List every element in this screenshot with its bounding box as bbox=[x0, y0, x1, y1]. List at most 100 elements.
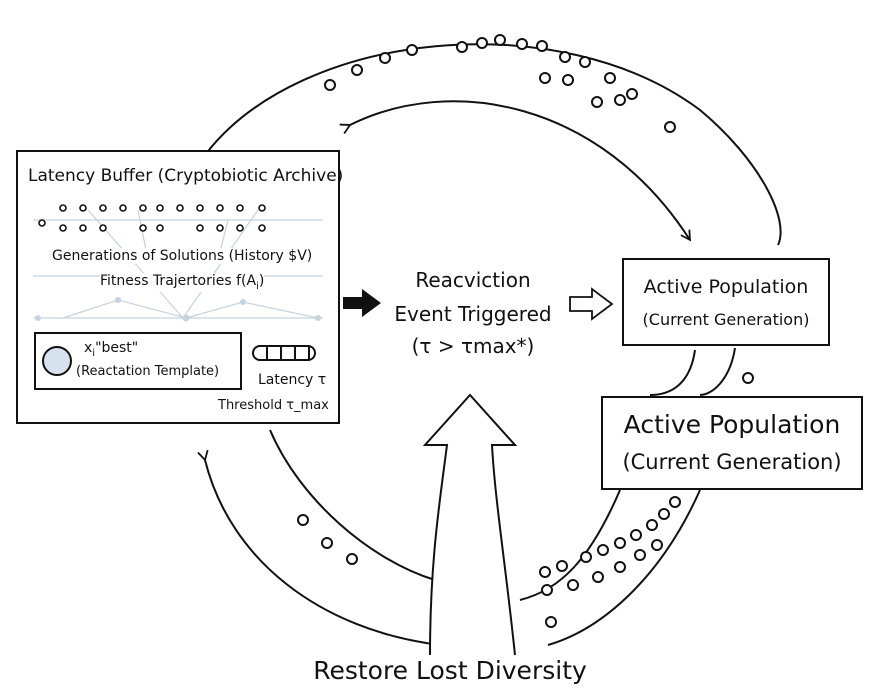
best-sub: i bbox=[92, 347, 96, 359]
ring-particle bbox=[604, 72, 616, 84]
active-population-small: Active Population (Current Generation) bbox=[622, 258, 830, 346]
best-quote: "best" bbox=[95, 340, 139, 356]
solid-arrow bbox=[343, 289, 381, 317]
ring-particle bbox=[536, 40, 548, 52]
latency-label: Latency τ bbox=[258, 372, 327, 388]
best-x: x bbox=[84, 340, 93, 356]
restore-label: Restore Lost Diversity bbox=[313, 656, 587, 685]
trajectory-node bbox=[315, 315, 321, 321]
ring-particle bbox=[562, 74, 574, 86]
history-label: Generations of Solutions (History $V) bbox=[52, 248, 313, 264]
solution-dot bbox=[258, 204, 266, 212]
ring-particle bbox=[614, 561, 626, 573]
archive-box: Latency Buffer (Cryptobiotic Archive) bbox=[16, 150, 344, 424]
inner-cycle-arrow bbox=[339, 100, 692, 242]
ring-particle bbox=[476, 37, 488, 49]
trajectory-node bbox=[35, 315, 41, 321]
ring-particle bbox=[456, 41, 468, 53]
latency-gauge bbox=[252, 345, 316, 361]
ring-particle bbox=[556, 560, 568, 572]
ring-particle bbox=[614, 94, 626, 106]
ring-particle bbox=[559, 51, 571, 63]
ring-particles bbox=[297, 34, 754, 628]
fitness-label: Fitness Trajertories f(Ai) bbox=[100, 273, 265, 292]
solution-dot bbox=[79, 204, 87, 212]
ring-particle bbox=[658, 508, 670, 520]
fitness-close: ) bbox=[258, 273, 265, 289]
active-large-subtitle: (Current Generation) bbox=[622, 450, 842, 474]
ring-particle bbox=[579, 56, 591, 68]
solution-dot bbox=[99, 204, 107, 212]
ring-particle bbox=[545, 616, 557, 628]
ring-particle bbox=[406, 44, 418, 56]
ring-particle bbox=[664, 121, 676, 133]
outer-cycle-arc bbox=[204, 43, 782, 246]
ring-particle bbox=[592, 571, 604, 583]
left-ring-outer bbox=[197, 449, 441, 646]
solution-dot bbox=[59, 204, 67, 212]
event-line-2: Event Triggered bbox=[394, 302, 552, 326]
solution-dot bbox=[216, 204, 224, 212]
ring-particle bbox=[742, 372, 754, 384]
active-population-large: Active Population (Current Generation) bbox=[601, 396, 863, 490]
solution-dot bbox=[99, 224, 107, 232]
ring-particle bbox=[591, 96, 603, 108]
restore-arrow bbox=[422, 393, 518, 656]
ring-particle bbox=[351, 64, 363, 76]
archive-title: Latency Buffer (Cryptobiotic Archive) bbox=[28, 166, 344, 186]
fitness-text: Fitness Trajertories f(A bbox=[100, 273, 257, 289]
ring-particle bbox=[539, 72, 551, 84]
ring-particle bbox=[379, 52, 391, 64]
solution-dot bbox=[119, 204, 127, 212]
solution-dot bbox=[38, 219, 46, 227]
event-line-3: (τ > τmax*) bbox=[411, 334, 535, 358]
ring-particle bbox=[630, 529, 642, 541]
ring-particle bbox=[597, 544, 609, 556]
hollow-arrow bbox=[569, 287, 614, 321]
ring-particle bbox=[567, 579, 579, 591]
ring-particle bbox=[494, 34, 506, 46]
best-label: xi"best" bbox=[84, 340, 138, 359]
ring-particle bbox=[516, 38, 528, 50]
solution-dot bbox=[139, 204, 147, 212]
solution-dot bbox=[176, 204, 184, 212]
right-ring-outer bbox=[547, 347, 736, 646]
solution-dot bbox=[258, 224, 266, 232]
solution-dot bbox=[216, 224, 224, 232]
ring-particle bbox=[634, 549, 646, 561]
solution-dot bbox=[236, 224, 244, 232]
ring-particle bbox=[580, 551, 592, 563]
event-line-1: Reacviction bbox=[415, 268, 531, 292]
left-ring-inner bbox=[269, 429, 436, 581]
solution-dot bbox=[236, 204, 244, 212]
active-large-title: Active Population bbox=[623, 410, 841, 439]
solution-dot bbox=[196, 204, 204, 212]
right-ring-inner bbox=[519, 349, 696, 601]
ring-particle bbox=[321, 537, 333, 549]
ring-particle bbox=[614, 537, 626, 549]
trajectory-node bbox=[115, 297, 121, 303]
ring-particle bbox=[541, 584, 553, 596]
threshold-label: Threshold τ_max bbox=[218, 398, 329, 413]
ring-particle bbox=[626, 88, 638, 100]
ring-particle bbox=[646, 519, 658, 531]
active-small-subtitle: (Current Generation) bbox=[642, 310, 810, 329]
solution-dot bbox=[196, 224, 204, 232]
ring-particle bbox=[651, 539, 663, 551]
template-subtitle: (Reactation Template) bbox=[76, 364, 220, 379]
ring-particle bbox=[346, 553, 358, 565]
solution-dot bbox=[156, 224, 164, 232]
solution-dot bbox=[139, 224, 147, 232]
ring-particle bbox=[539, 566, 551, 578]
best-solution-icon bbox=[42, 346, 72, 376]
solution-dot bbox=[59, 224, 67, 232]
solution-dot bbox=[156, 204, 164, 212]
trajectory-node bbox=[182, 314, 190, 322]
template-box: xi"best" (Reactation Template) bbox=[34, 332, 242, 390]
trajectory-node bbox=[240, 299, 246, 305]
solution-dot bbox=[79, 224, 87, 232]
ring-particle bbox=[297, 514, 309, 526]
ring-particle bbox=[669, 496, 681, 508]
fitness-sub: i bbox=[256, 280, 259, 292]
